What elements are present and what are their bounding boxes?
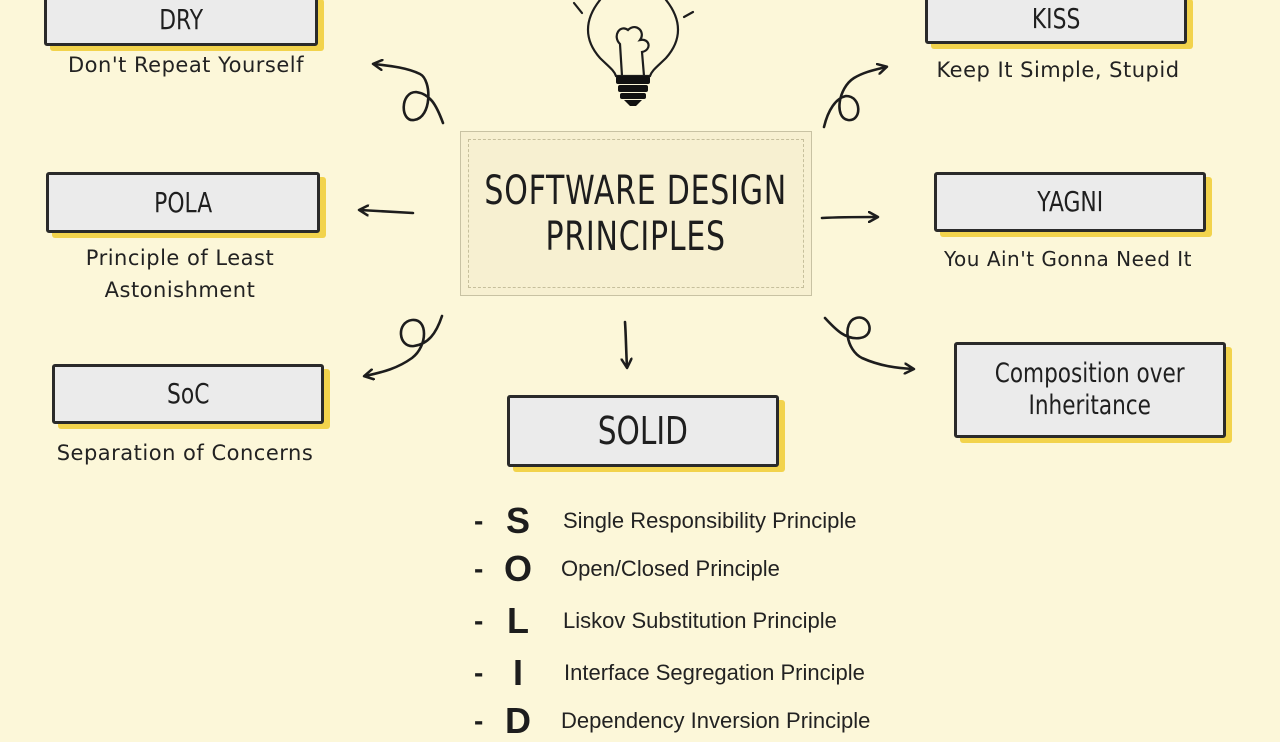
- solid-item-d: - D Dependency Inversion Principle: [474, 700, 870, 742]
- composition-line-1: Composition over: [995, 358, 1185, 389]
- composition-line-2: Inheritance: [1028, 390, 1152, 421]
- solid-box: SOLID: [507, 395, 779, 467]
- central-topic-frame: SOFTWARE DESIGN PRINCIPLES: [468, 139, 804, 288]
- arrow-to-soc: [365, 314, 444, 376]
- solid-item-i: - I Interface Segregation Principle: [474, 652, 865, 694]
- kiss-box: KISS: [925, 0, 1187, 44]
- solid-item-dash: -: [474, 705, 484, 736]
- soc-title: SoC: [166, 377, 210, 410]
- arrow-to-dry: [374, 64, 445, 125]
- solid-title: SOLID: [597, 409, 689, 453]
- pola-box: POLA: [46, 172, 320, 233]
- yagni-meaning: You Ain't Gonna Need It: [943, 247, 1192, 271]
- solid-item-text: Liskov Substitution Principle: [563, 608, 837, 633]
- pola-meaning-line-2: Astonishment: [104, 278, 256, 302]
- solid-item-dash: -: [474, 657, 484, 688]
- solid-item-s: - S Single Responsibility Principle: [474, 500, 856, 542]
- dry-meaning: Don't Repeat Yourself: [67, 53, 305, 77]
- arrow-to-solid: [625, 320, 627, 367]
- solid-item-text: Single Responsibility Principle: [563, 508, 857, 533]
- arrow-to-kiss: [822, 67, 886, 129]
- pola-meaning-line-1: Principle of Least: [85, 246, 275, 270]
- kiss-meaning: Keep It Simple, Stupid: [936, 58, 1180, 82]
- solid-item-text: Dependency Inversion Principle: [561, 708, 871, 733]
- solid-item-letter: O: [503, 548, 532, 589]
- solid-item-letter: D: [505, 700, 531, 741]
- arrow-to-composition: [823, 316, 913, 369]
- soc-box: SoC: [52, 364, 324, 424]
- solid-item-o: - O Open/Closed Principle: [474, 548, 780, 590]
- pola-meaning: Principle of Least Astonishment: [40, 242, 320, 306]
- central-topic-line-1: SOFTWARE DESIGN: [484, 167, 788, 214]
- dry-title: DRY: [159, 3, 203, 36]
- solid-item-dash: -: [474, 553, 484, 584]
- soc-meaning: Separation of Concerns: [56, 441, 314, 465]
- arrow-to-yagni: [820, 217, 877, 218]
- solid-item-l: - L Liskov Substitution Principle: [474, 600, 837, 642]
- central-topic-card: SOFTWARE DESIGN PRINCIPLES: [460, 131, 812, 296]
- pola-title: POLA: [154, 185, 212, 219]
- arrow-to-pola: [360, 210, 415, 213]
- solid-item-letter: L: [507, 600, 529, 641]
- solid-item-dash: -: [474, 505, 484, 536]
- solid-item-text: Interface Segregation Principle: [564, 660, 865, 685]
- composition-title: Composition over Inheritance: [995, 358, 1185, 422]
- solid-item-letter: S: [505, 500, 530, 541]
- yagni-box: YAGNI: [934, 172, 1206, 232]
- solid-item-letter: I: [512, 652, 523, 693]
- solid-item-dash: -: [474, 605, 484, 636]
- central-topic-title: SOFTWARE DESIGN PRINCIPLES: [485, 168, 787, 260]
- central-topic-line-2: PRINCIPLES: [545, 213, 727, 260]
- composition-box: Composition over Inheritance: [954, 342, 1226, 438]
- dry-box: DRY: [44, 0, 318, 46]
- yagni-title: YAGNI: [1037, 185, 1103, 218]
- kiss-title: KISS: [1031, 2, 1081, 35]
- solid-item-text: Open/Closed Principle: [561, 556, 780, 581]
